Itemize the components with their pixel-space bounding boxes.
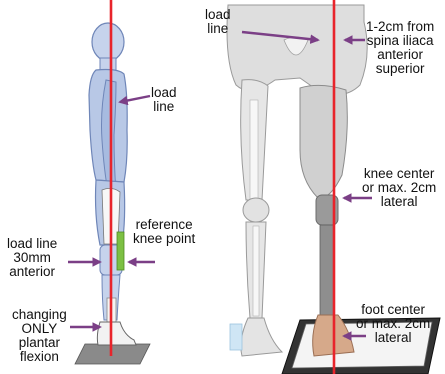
intact-foot (241, 318, 282, 356)
label-line: anterior (366, 48, 434, 62)
intact-tibia (253, 226, 259, 316)
label-line: or max. 2cm (356, 317, 430, 331)
foot-support-block (230, 324, 242, 350)
neck (100, 58, 116, 70)
label-changing-plantar-flexion: changing ONLY plantar flexion (12, 308, 67, 364)
label-line: load line (7, 237, 57, 251)
label-line: 1-2cm from (366, 20, 434, 34)
label-front-load-line: load line (205, 8, 231, 36)
intact-knee (243, 198, 269, 222)
label-line: changing (12, 308, 67, 322)
label-reference-knee-point: reference knee point (133, 218, 195, 246)
label-line: foot center (356, 303, 430, 317)
label-side-load-line: load line (151, 86, 177, 114)
label-line: or max. 2cm (362, 181, 436, 195)
label-line: lateral (356, 331, 430, 345)
label-line: line (151, 100, 177, 114)
knee-reference-marker (117, 232, 124, 270)
label-line: flexion (12, 350, 67, 364)
label-line: lateral (362, 195, 436, 209)
label-line: anterior (7, 265, 57, 279)
label-line: plantar (12, 336, 67, 350)
label-line: line (205, 22, 231, 36)
side-view-figure (75, 23, 150, 364)
label-line: load (151, 86, 177, 100)
label-line: 30mm (7, 251, 57, 265)
intact-femur (250, 100, 258, 200)
prosthetic-socket-front (300, 85, 347, 198)
label-spina-iliaca: 1-2cm from spina iliaca anterior superio… (366, 20, 434, 76)
label-line: spina iliaca (366, 34, 434, 48)
label-foot-center: foot center or max. 2cm lateral (356, 303, 430, 345)
shoe-left (97, 322, 136, 345)
label-line: knee point (133, 232, 195, 246)
floor-platform-left (75, 344, 150, 364)
label-line: ONLY (12, 322, 67, 336)
label-line: knee center (362, 167, 436, 181)
label-line: reference (133, 218, 195, 232)
label-line: superior (366, 62, 434, 76)
head (92, 23, 124, 61)
prosthetic-pylon (320, 225, 334, 317)
label-line: load (205, 8, 231, 22)
label-load-line-anterior: load line 30mm anterior (7, 237, 57, 279)
label-knee-center: knee center or max. 2cm lateral (362, 167, 436, 209)
